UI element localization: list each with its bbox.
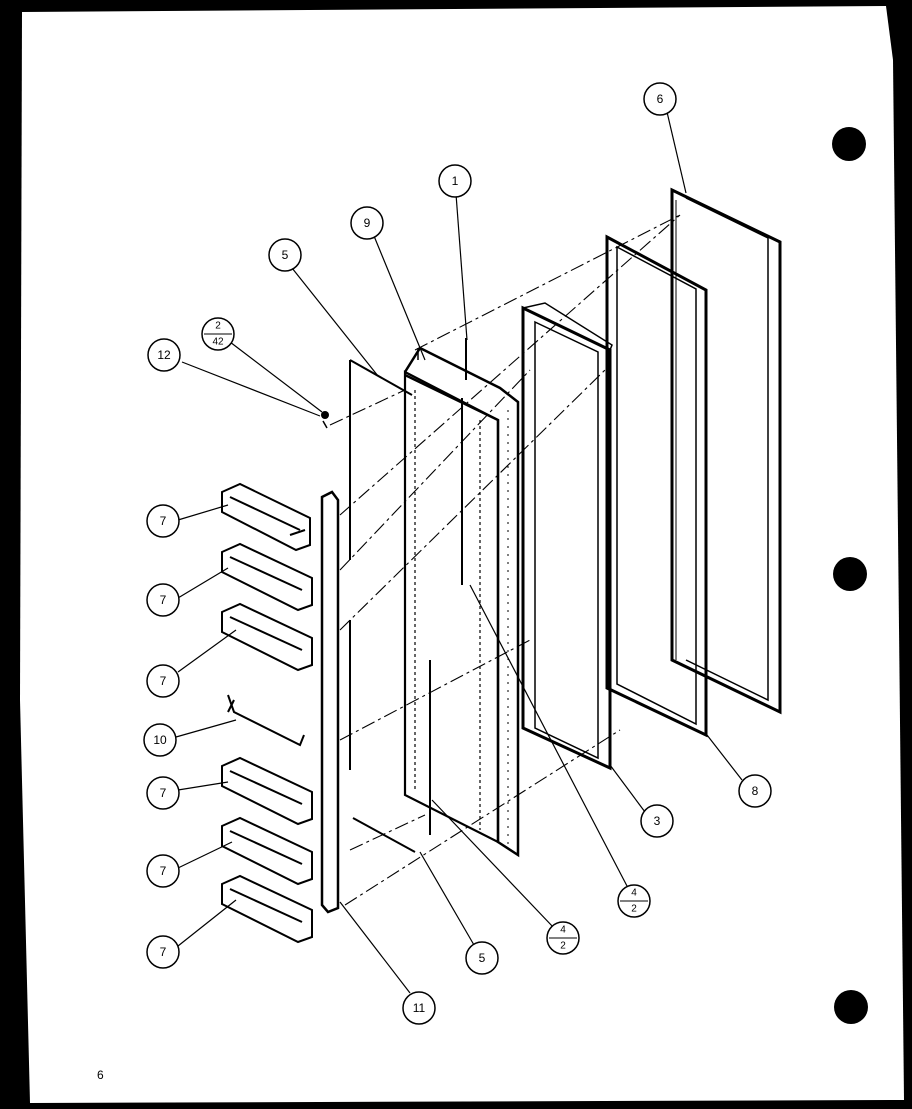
door-outer-panel (670, 187, 782, 715)
screw (321, 411, 329, 419)
callout-label: 8 (752, 784, 759, 798)
inner-door-liner (403, 346, 520, 858)
fraction-top: 4 (631, 888, 637, 899)
callout-label: 11 (413, 1001, 426, 1015)
leader-lines (175, 111, 743, 994)
callout-label: 7 (160, 514, 167, 528)
callout-label: 7 (160, 674, 167, 688)
callout-label: 12 (157, 348, 171, 362)
callout-12: 12 (147, 338, 181, 372)
door-trim-strip (320, 490, 340, 914)
callout-7-b: 7 (146, 583, 180, 617)
callout-label: 7 (160, 945, 167, 959)
callout-7-d: 7 (146, 776, 180, 810)
callout-1: 1 (438, 164, 472, 198)
callout-7-a: 7 (146, 504, 180, 538)
door-shelves (221, 482, 313, 944)
callout-label: 6 (657, 92, 664, 106)
fraction-top: 2 (215, 321, 221, 332)
callout-6: 6 (643, 82, 677, 116)
page-number: 6 (97, 1068, 104, 1082)
callout-label: 5 (282, 248, 289, 262)
breaker-strip-frame (521, 302, 613, 771)
fraction-bottom: 2 (631, 904, 637, 915)
door-gasket (605, 234, 708, 738)
callout-label: 3 (654, 814, 661, 828)
fraction-bottom: 2 (560, 941, 566, 952)
callout-label: 9 (364, 216, 371, 230)
shelf-5 (221, 816, 313, 886)
callout-10: 10 (143, 723, 177, 757)
callout-label: 10 (153, 733, 167, 747)
callout-label: 5 (479, 951, 486, 965)
callout-7-f: 7 (146, 935, 180, 969)
callout-4-2-lower: 4 2 (546, 921, 580, 955)
binder-hole-bottom (834, 990, 868, 1024)
callout-5-bottom: 5 (465, 941, 499, 975)
binder-hole-middle (833, 557, 867, 591)
callout-7-c: 7 (146, 664, 180, 698)
fraction-top: 4 (560, 925, 566, 936)
callout-8: 8 (738, 774, 772, 808)
shelf-4 (221, 756, 313, 826)
callout-4-2-upper: 4 2 (617, 884, 651, 918)
callout-label: 7 (160, 786, 167, 800)
callout-label: 7 (160, 864, 167, 878)
binder-hole-top (832, 127, 866, 161)
callout-2-42: 2 42 (201, 317, 235, 351)
callout-5-top: 5 (268, 238, 302, 272)
callout-7-e: 7 (146, 854, 180, 888)
shelf-1 (221, 482, 311, 552)
fraction-bottom: 42 (212, 337, 224, 348)
callout-label: 7 (160, 593, 167, 607)
shelf-retainer-bar (227, 694, 305, 747)
shelf-rails (349, 359, 416, 853)
callout-11: 11 (402, 991, 436, 1025)
callout-9: 9 (350, 206, 384, 240)
callout-3: 3 (640, 804, 674, 838)
shelf-6 (221, 874, 313, 944)
shelf-3 (221, 602, 313, 672)
callout-label: 1 (452, 174, 459, 188)
